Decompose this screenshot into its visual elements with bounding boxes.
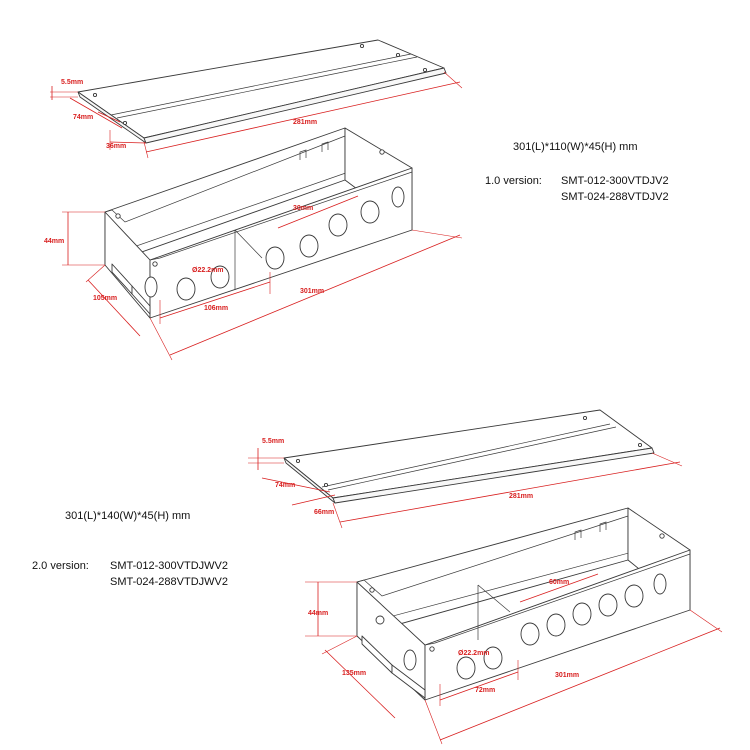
v2-lid-offset: 66mm [314, 509, 334, 516]
v1-box [104, 127, 413, 319]
v1-box-height: 44mm [44, 238, 64, 245]
v2-box [356, 507, 691, 701]
v1-box-length: 301mm [300, 288, 324, 295]
v2-version-label: 2.0 version: [32, 560, 89, 572]
v2-hole-diameter: Ø22.2mm [458, 650, 490, 657]
v2-spec-block: 301(L)*140(W)*45(H) mm 2.0 version: SMT-… [32, 510, 228, 588]
v2-dimension-labels: 5.5mm 74mm 66mm 281mm 44mm 135mm 60mm Ø2… [262, 438, 579, 694]
v2-dimension-lines [248, 448, 723, 745]
v1-model-2: SMT-024-288VTDJV2 [561, 191, 669, 203]
v1-hole-diameter: Ø22.2mm [192, 267, 224, 274]
v1-box-width: 105mm [93, 295, 117, 302]
v1-hole-pitch: 30mm [293, 205, 313, 212]
v2-model-2: SMT-024-288VTDJWV2 [110, 576, 228, 588]
v2-size-spec: 301(L)*140(W)*45(H) mm [65, 510, 190, 522]
v1-hole-span: 106mm [204, 305, 228, 312]
v1-spec-block: 301(L)*110(W)*45(H) mm 1.0 version: SMT-… [485, 141, 669, 203]
v2-lid-length: 281mm [509, 493, 533, 500]
v2-box-height: 44mm [308, 610, 328, 617]
v2-lid-width: 74mm [275, 482, 295, 489]
v2-box-width: 135mm [342, 670, 366, 677]
v1-lid-thickness: 5.5mm [61, 79, 83, 86]
v2-hole-pitch: 60mm [549, 579, 569, 586]
v1-model-1: SMT-012-300VTDJV2 [561, 175, 669, 187]
v1-lid [77, 39, 447, 144]
v1-lid-offset: 36mm [106, 143, 126, 150]
v1-lid-width: 74mm [73, 114, 93, 121]
v2-lid-thickness: 5.5mm [262, 438, 284, 445]
v1-dimension-labels: 5.5mm 74mm 36mm 281mm 44mm 105mm 30mm Ø2… [44, 79, 324, 312]
v2-box-length: 301mm [555, 672, 579, 679]
v2-lid [283, 409, 655, 504]
v1-version-label: 1.0 version: [485, 175, 542, 187]
v1-size-spec: 301(L)*110(W)*45(H) mm [513, 141, 638, 153]
v2-hole-span: 72mm [475, 687, 495, 694]
v1-lid-length: 281mm [293, 119, 317, 126]
v1-dimension-lines [50, 71, 463, 361]
v2-model-1: SMT-012-300VTDJWV2 [110, 560, 228, 572]
